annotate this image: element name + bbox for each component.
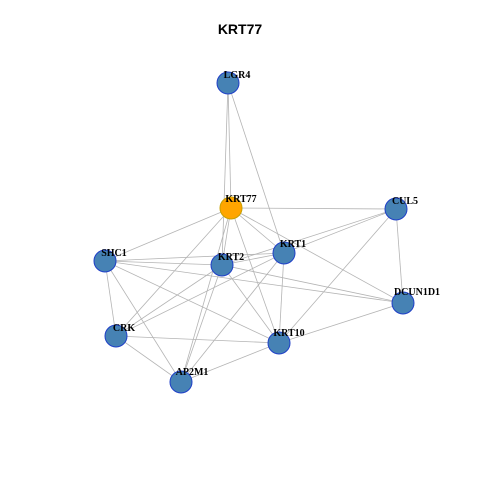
edge-cul5-krt1 [283,208,397,254]
node-label-dcun1d1: DCUN1D1 [394,287,440,298]
node-shc1: SHC1 [93,248,127,273]
node-label-cul5: CUL5 [392,196,418,207]
plot-title: KRT77 [217,21,263,37]
node-label-krt2: KRT2 [218,252,244,263]
edge-lgr4-krt77 [227,82,232,209]
edge-crk-krt10 [115,335,280,344]
node-circle-ap2m1 [169,370,193,394]
node-krt2: KRT2 [210,252,244,277]
node-crk: CRK [104,323,135,348]
edge-krt1-ap2m1 [180,252,285,383]
edge-shc1-ap2m1 [104,260,182,383]
edge-krt77-crk [115,207,232,337]
node-dcun1d1: DCUN1D1 [391,287,440,315]
node-circle-dcun1d1 [391,291,415,315]
edge-krt2-ap2m1 [180,264,223,383]
edge-krt2-dcun1d1 [221,264,404,304]
node-krt10: KRT10 [267,328,305,355]
edge-shc1-krt10 [104,260,280,344]
edge-krt2-crk [115,264,223,337]
node-label-lgr4: LGR4 [224,70,251,81]
node-circle-krt77 [219,196,243,220]
node-cul5: CUL5 [384,196,418,221]
node-circle-cul5 [384,197,408,221]
node-krt1: KRT1 [272,239,306,265]
node-label-shc1: SHC1 [101,248,127,259]
edge-krt1-crk [115,252,285,337]
edge-krt1-shc1 [104,252,285,262]
edge-crk-ap2m1 [115,335,182,383]
edge-layer [104,82,404,383]
node-label-krt10: KRT10 [273,328,304,339]
node-circle-shc1 [93,249,117,273]
edge-cul5-krt10 [278,208,397,344]
node-krt77: KRT77 [219,194,257,220]
node-circle-krt2 [210,253,234,277]
edge-shc1-dcun1d1 [104,260,404,304]
edge-krt77-cul5 [230,207,397,210]
edge-cul5-krt2 [221,208,397,266]
edge-krt2-shc1 [104,260,223,266]
edge-ap2m1-krt10 [180,342,280,383]
edge-krt10-dcun1d1 [278,302,404,344]
edge-lgr4-krt1 [227,82,285,254]
node-circle-lgr4 [216,71,240,95]
edge-cul5-dcun1d1 [395,208,404,304]
node-circle-krt1 [272,241,296,265]
node-ap2m1: AP2M1 [169,367,209,394]
edge-lgr4-krt2 [221,82,229,266]
edge-krt77-krt10 [230,207,280,344]
edge-krt1-krt10 [278,252,285,344]
node-circle-krt10 [267,331,291,355]
node-label-krt1: KRT1 [280,239,306,250]
edge-krt77-dcun1d1 [230,207,404,304]
node-label-ap2m1: AP2M1 [176,367,209,378]
node-circle-crk [104,324,128,348]
node-lgr4: LGR4 [216,70,251,95]
edge-shc1-crk [104,260,117,337]
edge-krt77-krt1 [230,207,285,254]
node-label-krt77: KRT77 [225,194,256,205]
node-label-crk: CRK [113,323,135,334]
edge-krt77-shc1 [104,207,232,262]
edge-krt77-ap2m1 [180,207,232,383]
edge-krt2-krt10 [221,264,280,344]
